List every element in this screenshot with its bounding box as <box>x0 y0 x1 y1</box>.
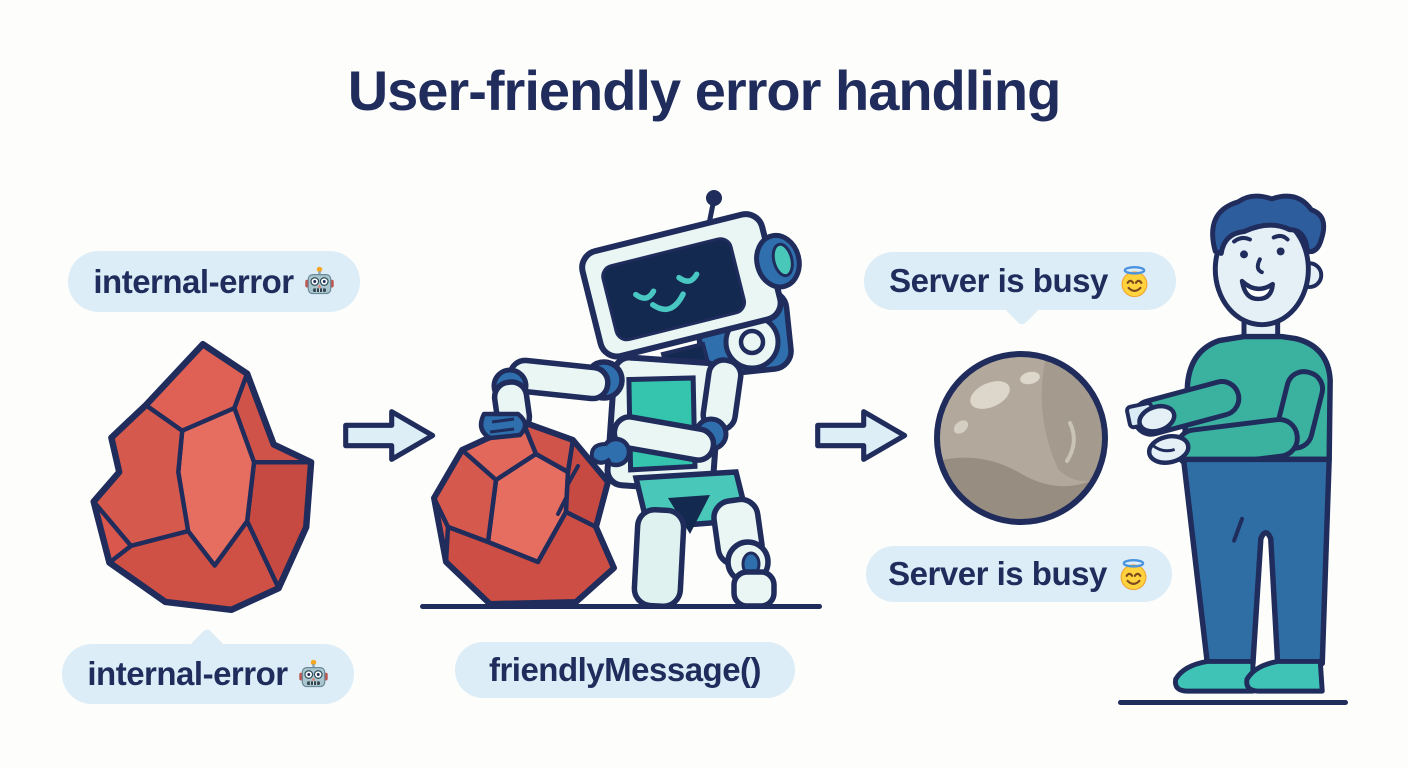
robot-face-emoji-icon <box>304 266 335 297</box>
internal-error-bottom-label: internal-error <box>62 627 354 704</box>
server-busy-top-label: Server is busy <box>864 252 1176 327</box>
robot-face-emoji-icon <box>298 659 329 690</box>
smooth-sphere-illustration <box>930 347 1112 529</box>
friendly-message-label: friendlyMessage() <box>455 642 795 698</box>
page-title: User-friendly error handling <box>347 59 1062 122</box>
held-rock <box>431 419 617 607</box>
right-arrow-icon <box>815 408 908 463</box>
halo-smile-emoji-icon <box>1117 558 1150 591</box>
robot-ground-line <box>420 604 822 609</box>
internal-error-top-label: internal-error <box>68 251 360 312</box>
server-busy-bottom-label: Server is busy <box>866 546 1172 602</box>
friendly-message-text: friendlyMessage() <box>488 651 762 688</box>
right-arrow-icon <box>343 408 436 463</box>
internal-error-bottom-text: internal-error <box>87 655 288 692</box>
person-ground-line <box>1118 700 1348 705</box>
robot-illustration <box>418 182 824 612</box>
internal-error-top-text: internal-error <box>93 262 294 300</box>
server-busy-top-text: Server is busy <box>889 262 1108 299</box>
user-person-illustration <box>1125 190 1363 705</box>
error-rock-illustration <box>72 334 318 620</box>
server-busy-bottom-text: Server is busy <box>888 555 1107 592</box>
halo-smile-emoji-icon <box>1118 265 1151 298</box>
robot-head <box>579 211 802 360</box>
